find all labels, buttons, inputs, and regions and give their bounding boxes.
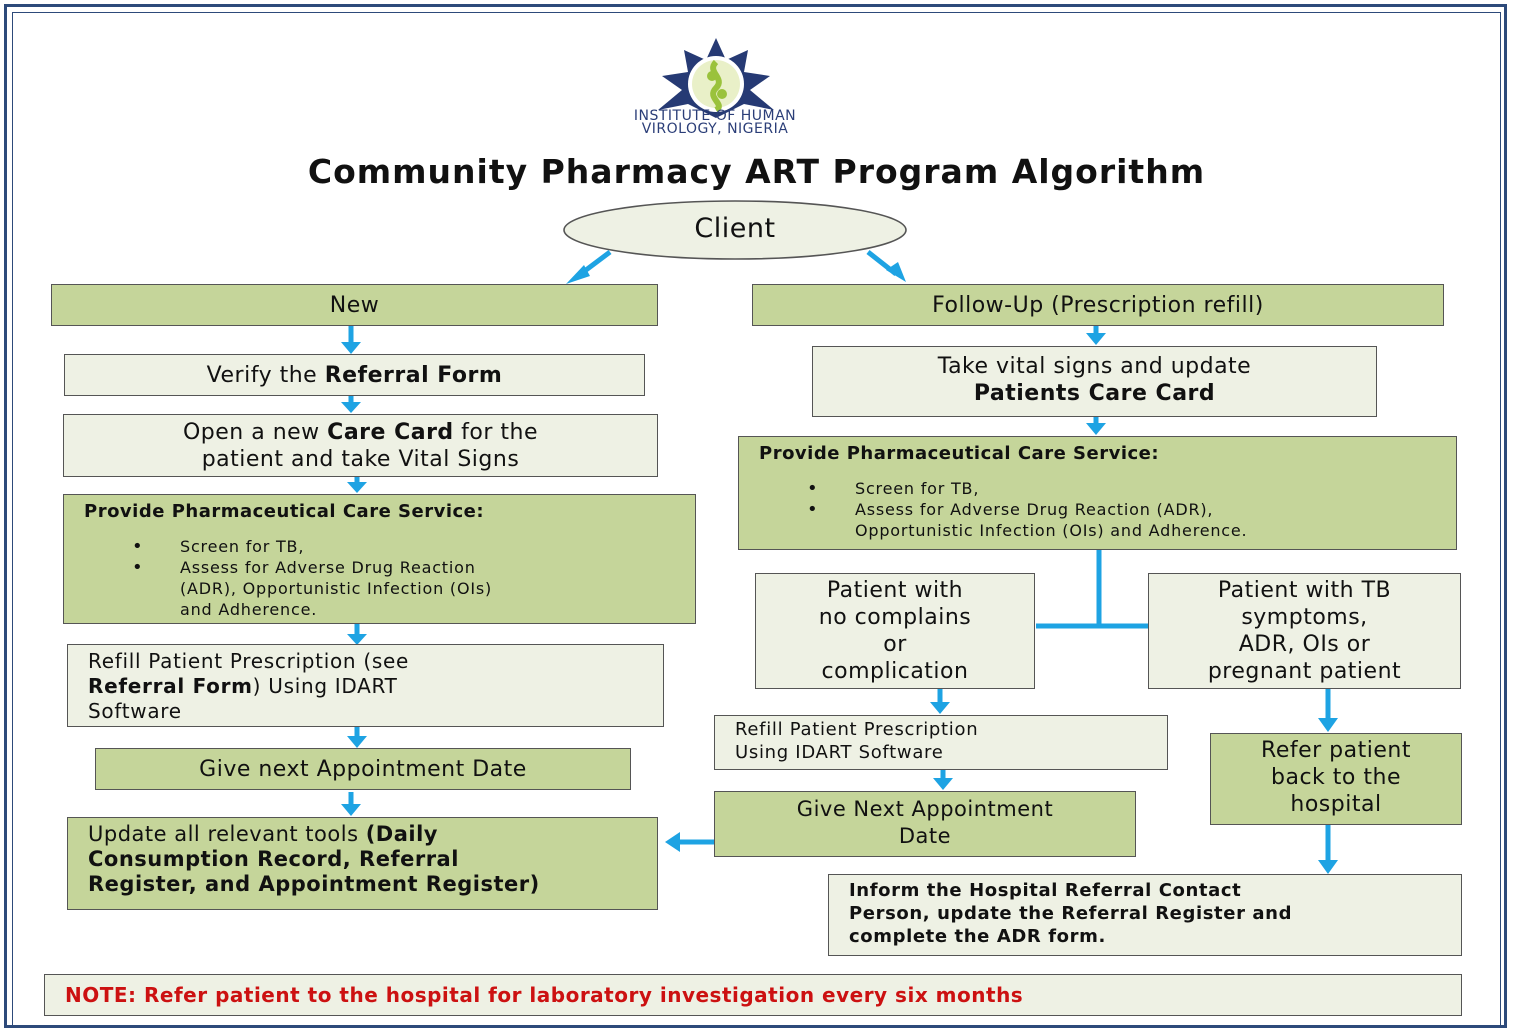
- verify-text: Verify the: [206, 362, 325, 388]
- no-complains-line-3: or: [883, 632, 907, 657]
- right-bullet-2-line-2: Opportunistic Infection (OIs) and Adhere…: [855, 521, 1248, 540]
- right-bullet-2: • Assess for Adverse Drug Reaction (ADR)…: [759, 499, 1436, 541]
- left-bullet-1-text: Screen for TB,: [180, 537, 305, 556]
- refer-line-2: back to the: [1271, 765, 1401, 790]
- vitals-line-1: Take vital signs and update: [937, 354, 1252, 379]
- update-tools-box: Update all relevant tools (Daily Consump…: [67, 817, 658, 910]
- update-bold-2: Consumption Record, Referral: [88, 847, 459, 871]
- right-appointment-line-2: Date: [898, 824, 952, 848]
- left-appointment-box: Give next Appointment Date: [95, 748, 631, 790]
- update-pre: Update all relevant tools: [88, 822, 366, 846]
- org-line-1: INSTITUTE OF HUMAN: [633, 108, 797, 124]
- refer-line-1: Refer patient: [1261, 738, 1411, 763]
- vital-signs-box: Take vital signs and update Patients Car…: [812, 346, 1377, 417]
- tb-line-1: Patient with TB: [1217, 578, 1392, 603]
- tb-line-4: pregnant patient: [1207, 659, 1402, 684]
- open-care-card-line-2: patient and take Vital Signs: [201, 447, 520, 472]
- page-title: Community Pharmacy ART Program Algorithm: [307, 152, 1206, 191]
- left-service-title: Provide Pharmaceutical Care Service:: [84, 501, 485, 522]
- client-label: Client: [694, 212, 776, 244]
- inform-line-3: complete the ADR form.: [849, 926, 1106, 947]
- right-bullet-1-text: Screen for TB,: [855, 479, 980, 498]
- refer-line-3: hospital: [1290, 792, 1382, 817]
- open-care-card-box: Open a new Care Card for the patient and…: [63, 414, 658, 477]
- vitals-line-2: Patients Care Card: [813, 380, 1376, 407]
- no-complains-line-1: Patient with: [826, 578, 964, 603]
- left-bullet-2-line-1: Assess for Adverse Drug Reaction: [180, 558, 476, 577]
- verify-referral-box: Verify the Referral Form: [64, 354, 645, 396]
- verify-bold-text: Referral Form: [324, 362, 503, 388]
- left-bullet-2-line-3: and Adherence.: [180, 600, 318, 619]
- tb-line-3: ADR, OIs or: [1238, 632, 1371, 657]
- note-banner: NOTE: Refer patient to the hospital for …: [44, 974, 1462, 1016]
- right-appointment-box: Give Next Appointment Date: [714, 791, 1136, 857]
- tb-symptoms-box: Patient with TB symptoms, ADR, OIs or pr…: [1148, 573, 1461, 689]
- update-line-2: Consumption Record, Referral: [88, 847, 637, 872]
- inform-hospital-box: Inform the Hospital Referral Contact Per…: [828, 874, 1462, 956]
- tb-line-2: symptoms,: [1241, 605, 1368, 630]
- client-ellipse: [563, 200, 907, 260]
- left-bullet-2: • Assess for Adverse Drug Reaction (ADR)…: [84, 557, 675, 620]
- institute-logo-icon: [658, 38, 774, 118]
- inner-frame: [12, 12, 1501, 1028]
- bullet-dot: •: [132, 536, 144, 557]
- no-complains-line-4: complication: [821, 659, 969, 684]
- right-appointment-line-1: Give Next Appointment: [796, 797, 1054, 821]
- note-text: Refer patient to the hospital for labora…: [144, 983, 1024, 1007]
- open-pre: Open a new: [182, 420, 328, 445]
- left-bullet-1: • Screen for TB,: [84, 536, 675, 557]
- no-complains-line-2: no complains: [818, 605, 972, 630]
- note-label: NOTE:: [65, 983, 137, 1007]
- org-line-2: VIROLOGY, NIGERIA: [641, 121, 789, 137]
- update-bold-1: (Daily: [365, 822, 438, 846]
- no-complains-box: Patient with no complains or complicatio…: [755, 573, 1035, 689]
- followup-box: Follow-Up (Prescription refill): [752, 284, 1444, 326]
- bullet-dot: •: [132, 557, 144, 578]
- right-refill-line-1: Refill Patient Prescription: [735, 719, 979, 740]
- open-care-card-line-1: Open a new Care Card for the: [64, 419, 657, 446]
- left-refill-bold: Referral Form: [88, 674, 253, 698]
- right-bullet-1: • Screen for TB,: [759, 478, 1436, 499]
- right-bullet-2-line-1: Assess for Adverse Drug Reaction (ADR),: [855, 500, 1214, 519]
- bullet-dot: •: [807, 499, 819, 520]
- left-service-box: Provide Pharmaceutical Care Service: • S…: [63, 494, 696, 624]
- refer-patient-box: Refer patient back to the hospital: [1210, 733, 1462, 825]
- vitals-bold: Patients Care Card: [973, 381, 1216, 406]
- left-refill-box: Refill Patient Prescription (see Referra…: [67, 644, 664, 727]
- update-line-1: Update all relevant tools (Daily: [88, 822, 637, 847]
- inform-line-1: Inform the Hospital Referral Contact: [849, 880, 1242, 901]
- left-bullet-2-line-2: (ADR), Opportunistic Infection (OIs): [180, 579, 493, 598]
- bullet-dot: •: [807, 478, 819, 499]
- open-post: for the: [453, 420, 539, 445]
- right-service-box: Provide Pharmaceutical Care Service: • S…: [738, 436, 1457, 550]
- update-line-3: Register, and Appointment Register): [88, 872, 637, 897]
- left-refill-line-2: Referral Form) Using IDART: [88, 674, 643, 699]
- inform-line-2: Person, update the Referral Register and: [849, 903, 1293, 924]
- outer-frame: [4, 4, 1507, 1028]
- new-box: New: [51, 284, 658, 326]
- right-refill-box: Refill Patient Prescription Using IDART …: [714, 715, 1168, 770]
- organization-name: INSTITUTE OF HUMAN VIROLOGY, NIGERIA: [560, 108, 870, 137]
- left-refill-post: ) Using IDART: [252, 674, 398, 698]
- open-bold: Care Card: [327, 420, 454, 445]
- left-refill-line-1: Refill Patient Prescription (see: [88, 649, 409, 673]
- right-refill-line-2: Using IDART Software: [735, 742, 944, 763]
- right-service-title: Provide Pharmaceutical Care Service:: [759, 443, 1160, 464]
- update-bold-3: Register, and Appointment Register): [88, 872, 540, 896]
- left-refill-line-3: Software: [88, 699, 182, 723]
